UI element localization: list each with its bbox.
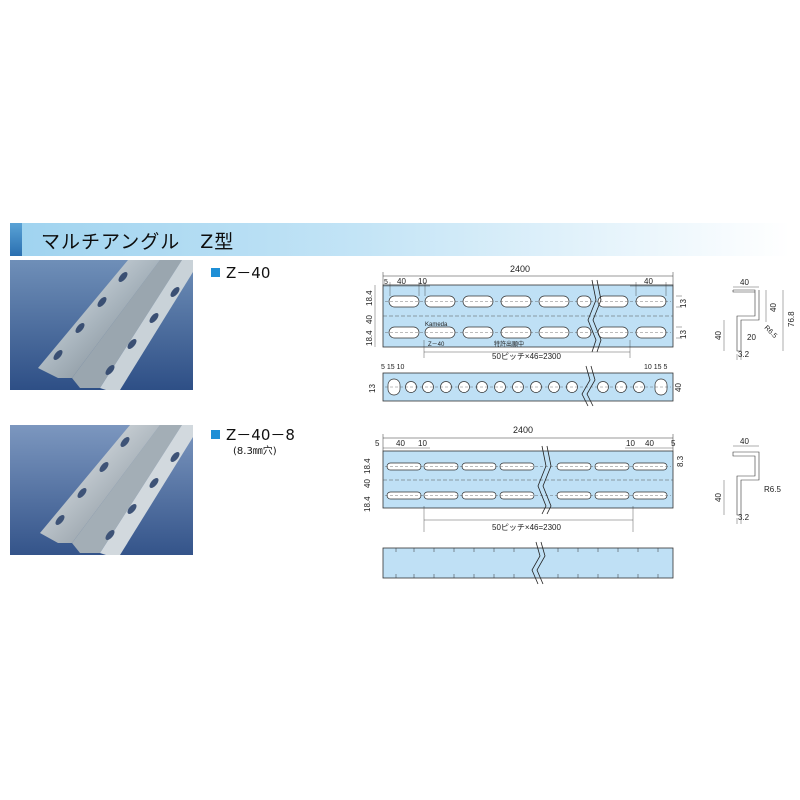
sec1-thickness: 3.2 [738, 350, 750, 359]
sec1-overall: 76.8 [787, 311, 796, 327]
dim2-l5: 5 [375, 439, 380, 448]
dim2-hole: 8.3 [676, 455, 685, 467]
model-label-z40-8: Z－40－8 [211, 424, 295, 445]
bullet-square-icon [211, 268, 220, 277]
product-photo-z40-8 [10, 425, 193, 555]
dim-slot-13-top: 13 [679, 299, 688, 308]
dim2-18-4-top: 18.4 [363, 458, 372, 474]
sec1-radius: R6.5 [763, 324, 778, 339]
model-label-z40: Z－40 [211, 262, 270, 283]
z40-8-side-view [382, 541, 674, 585]
hole-size-note: (8.3㎜穴) [233, 446, 277, 457]
z40-8-plan-view: 2400 5 40 10 10 40 5 18.4 40 18.4 8.3 50… [363, 425, 685, 532]
dim2-l10: 10 [418, 439, 427, 448]
dim-left-end: 5 [384, 279, 388, 286]
section-header-banner: マルチアングル Z型 [10, 223, 790, 256]
dim2-r40: 40 [645, 439, 654, 448]
sec2-radius: R6.5 [764, 485, 781, 494]
dim-18-4-bot: 18.4 [365, 330, 374, 346]
dim-pitch: 50ピッチ×46=2300 [492, 352, 561, 361]
sec1-side-40: 40 [769, 303, 778, 312]
dim-left-40: 40 [397, 277, 406, 286]
sec2-top-40: 40 [740, 437, 749, 446]
patent-stamp: 特許出願中 [494, 340, 524, 348]
dim-right-40: 40 [644, 277, 653, 286]
dim-18-4-top: 18.4 [365, 290, 374, 306]
dim-side-40: 40 [674, 383, 683, 392]
dim-length: 2400 [510, 264, 530, 274]
header-accent-bar [10, 223, 22, 256]
brand-stamp: Kameda [425, 322, 448, 328]
sec1-top-40: 40 [740, 278, 749, 287]
model-name: Z－40 [226, 264, 271, 282]
model-name: Z－40－8 [226, 426, 295, 444]
z40-cross-section: 40 40 76.8 40 20 R6.5 3.2 [714, 278, 796, 360]
part-stamp: Z－40 [428, 342, 445, 348]
dim2-r5: 5 [671, 439, 676, 448]
dim-left-10: 10 [418, 277, 427, 286]
dim-40-mid: 40 [365, 315, 374, 324]
page-title: マルチアングル Z型 [41, 231, 235, 253]
z40-plan-view: 2400 5 40 10 40 18.4 40 18.4 13 13 Kamed… [365, 264, 688, 361]
sec2-side-40: 40 [714, 493, 723, 502]
dim2-18-4-bot: 18.4 [363, 496, 372, 512]
dim2-pitch: 50ピッチ×46=2300 [492, 523, 561, 532]
dim-side-left: 5 15 10 [381, 364, 404, 371]
dim-slot-13-bot: 13 [679, 330, 688, 339]
z40-8-cross-section: 40 R6.5 40 3.2 [714, 437, 781, 524]
dim-side-right: 10 15 5 [644, 364, 667, 371]
dim2-l40: 40 [396, 439, 405, 448]
z40-side-view: 5 15 10 10 15 5 13 40 [368, 364, 683, 407]
bullet-square-icon [211, 430, 220, 439]
sec2-thickness: 3.2 [738, 513, 750, 522]
sec1-bot-40: 40 [714, 331, 723, 340]
dim2-r10: 10 [626, 439, 635, 448]
dim-side-13: 13 [368, 384, 377, 393]
dim2-40: 40 [363, 479, 372, 488]
sec1-w20: 20 [747, 333, 756, 342]
dim2-length: 2400 [513, 425, 533, 435]
product-photo-z40 [10, 260, 193, 390]
